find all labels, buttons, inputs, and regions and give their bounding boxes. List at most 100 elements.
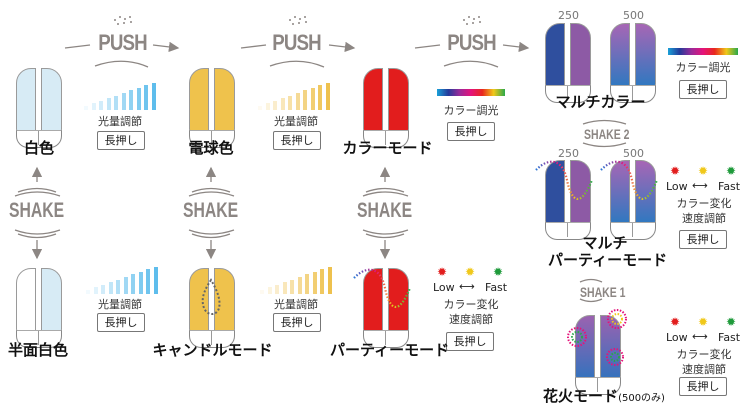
brightness-level-bar — [86, 290, 90, 294]
brightness-level-bar — [280, 98, 285, 110]
lamp-half-white — [16, 268, 62, 348]
sun-yellow-icon: ✹ — [698, 164, 709, 178]
lamp-fireworks — [567, 309, 627, 395]
speed-label-2: 速度調節 — [682, 212, 726, 225]
mode-multi-label: マルチカラー — [555, 93, 646, 111]
brightness-level-bar — [305, 274, 309, 294]
brightness-level-bar — [290, 279, 294, 294]
mode-white-label: 白色 — [23, 139, 54, 157]
mode-multi-party-label-1: マルチ — [582, 234, 628, 252]
brightness-level-bar — [258, 106, 262, 110]
mode-candle-label: キャンドルモード — [152, 341, 273, 359]
long-press-button[interactable]: 長押し — [273, 313, 321, 332]
sun-green-icon: ✹ — [726, 164, 737, 178]
brightness-bars-gold — [258, 82, 330, 110]
brightness-level-bar — [129, 90, 133, 110]
fireworks-note: (500のみ) — [618, 393, 665, 404]
party-wave-icon — [535, 160, 594, 200]
sun-red-icon: ✹ — [670, 164, 681, 178]
lamp-party — [353, 268, 412, 348]
fast-label: Fast — [718, 180, 741, 193]
color-gradient-bar — [437, 89, 505, 96]
long-press-button[interactable]: 長押し — [446, 332, 494, 351]
brightness-level-bar — [101, 284, 105, 294]
color-dim-label: カラー調光 — [675, 61, 731, 74]
party-wave-icon — [353, 268, 412, 308]
brightness-level-bar — [288, 95, 292, 110]
brightness-level-bar — [99, 100, 103, 110]
brightness-level-bar — [282, 282, 287, 294]
fast-label: Fast — [485, 281, 508, 294]
brightness-level-bar — [325, 82, 330, 110]
sun-green-icon: ✹ — [493, 265, 504, 279]
low-label: Low — [666, 180, 688, 193]
brightness-level-bar — [327, 266, 332, 294]
long-press-button[interactable]: 長押し — [679, 230, 727, 249]
sun-red-icon: ✹ — [670, 315, 681, 329]
brightness-level-bar — [265, 103, 270, 110]
mode-fireworks-label: 花火モード(500のみ) — [539, 385, 669, 406]
push-label: PUSH — [272, 30, 321, 55]
brightness-label: 光量調節 — [274, 298, 318, 311]
double-arrow-icon: ⟷ — [692, 330, 708, 343]
sun-green-icon: ✹ — [726, 315, 737, 329]
lamp-multi-party-250 — [535, 160, 594, 240]
double-arrow-icon: ⟷ — [459, 280, 475, 293]
brightness-level-bar — [91, 103, 96, 110]
mode-party-label: パーティーモード — [330, 341, 450, 359]
shake-label: SHAKE — [9, 199, 65, 222]
long-press-button[interactable]: 長押し — [273, 131, 321, 150]
speed-label-1: カラー変化 — [443, 298, 499, 311]
model-250: 250 — [558, 9, 579, 22]
brightness-bars-gold — [260, 266, 332, 294]
mode-bulb-label: 電球色 — [188, 139, 234, 157]
model-500: 500 — [623, 147, 644, 160]
sun-red-icon: ✹ — [437, 265, 448, 279]
lamp-candle — [189, 268, 235, 348]
long-press-button[interactable]: 長押し — [97, 131, 145, 150]
low-label: Low — [433, 281, 455, 294]
shake1-label: SHAKE 1 — [580, 284, 626, 300]
brightness-level-bar — [312, 271, 317, 294]
mode-multi-party-label-2: パーティーモード — [548, 251, 668, 269]
speed-label-2: 速度調節 — [682, 363, 726, 376]
brightness-level-bar — [320, 269, 324, 294]
sun-yellow-icon: ✹ — [465, 265, 476, 279]
mode-half-label: 半面白色 — [7, 341, 68, 359]
brightness-label: 光量調節 — [98, 298, 142, 311]
push-label: PUSH — [98, 30, 147, 55]
long-press-button[interactable]: 長押し — [679, 377, 727, 396]
brightness-level-bar — [84, 106, 88, 110]
brightness-level-bar — [131, 274, 135, 294]
brightness-level-bar — [116, 279, 120, 294]
candle-flame-icon — [201, 278, 221, 315]
lamp-bulb — [189, 68, 235, 148]
speed-control: ✹ ✹ ✹ Low ⟷ Fast カラー変化 速度調節 長押し — [666, 164, 742, 254]
brightness-bars-blue — [84, 82, 156, 110]
brightness-level-bar — [153, 266, 158, 294]
long-press-button[interactable]: 長押し — [97, 313, 145, 332]
long-press-button[interactable]: 長押し — [679, 80, 727, 99]
party-wave-icon — [600, 160, 659, 200]
color-dim-label: カラー調光 — [443, 104, 499, 117]
brightness-level-bar — [267, 287, 272, 294]
brightness-bars-blue — [86, 266, 158, 294]
brightness-level-bar — [108, 282, 113, 294]
brightness-level-bar — [275, 284, 279, 294]
low-label: Low — [666, 331, 688, 344]
brightness-level-bar — [273, 100, 277, 110]
double-arrow-icon: ⟷ — [692, 179, 708, 192]
shake-label: SHAKE — [183, 199, 239, 222]
fast-label: Fast — [718, 331, 741, 344]
speed-control: ✹ ✹ ✹ Low ⟷ Fast カラー変化 速度調節 長押し — [666, 315, 742, 405]
lamp-white — [16, 68, 62, 148]
brightness-level-bar — [303, 90, 307, 110]
sun-yellow-icon: ✹ — [698, 315, 709, 329]
model-500: 500 — [623, 9, 644, 22]
shake-label: SHAKE — [357, 199, 413, 222]
long-press-button[interactable]: 長押し — [447, 122, 495, 141]
brightness-level-bar — [146, 269, 150, 294]
push-label: PUSH — [447, 30, 496, 55]
brightness-level-bar — [318, 85, 322, 110]
